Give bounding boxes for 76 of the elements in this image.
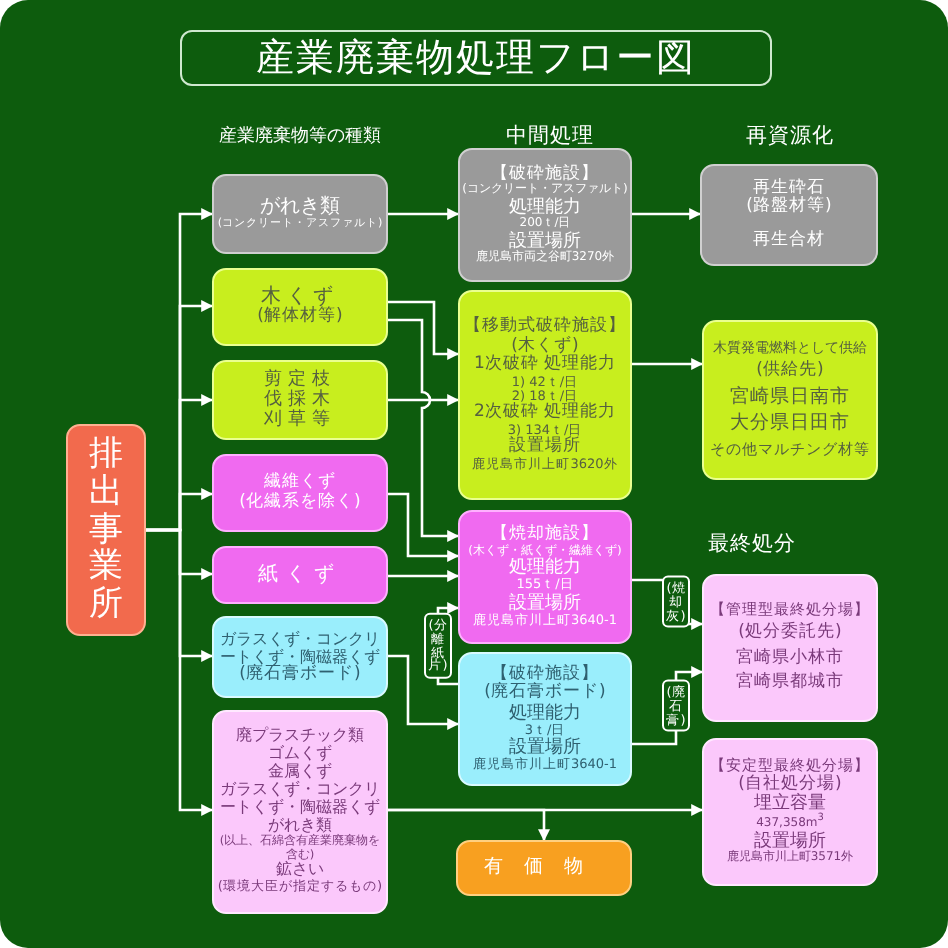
arrow [388,808,550,842]
process-box [458,510,632,644]
node-text: 有価物 [484,857,604,879]
node-text: ガラスくず・コンクリートくず・陶磁器くず [220,629,380,666]
node-text: (解体材等) [257,308,343,328]
process-box [212,710,388,914]
arrow [388,570,460,582]
arrow [388,318,460,542]
node-text: 繊維くず [264,473,336,492]
node-text: がれき類 [260,196,340,219]
process-box [212,616,388,698]
node-text: 【破砕施設】 [491,665,599,684]
node-text: 2次破砕 処理能力 [473,404,617,424]
node-text: 宮崎県小林市 [736,649,844,669]
node-text: 再生合材 [753,231,825,251]
arrow [632,358,704,370]
node-text: 【移動式破砕施設】 [464,318,626,337]
column-heading: 再資源化 [746,122,834,150]
node-text: 宮崎県都城市 [736,674,844,694]
column-heading: 最終処分 [708,530,796,558]
column-heading: 中間処理 [506,122,594,150]
arrow [632,208,702,220]
process-box [458,148,632,282]
node-text: 設置場所 [509,231,581,252]
arrow [388,394,460,406]
node-text: 宮崎県日南市 [730,387,850,409]
node-text: 紙くず [258,563,342,587]
process-box [458,290,632,500]
process-box [458,652,632,786]
node-text: 木くず [261,286,339,309]
node-text: 大分県日田市 [730,414,850,437]
title-box: 産業廃棄物処理フロー図 [180,30,772,86]
node-text: 排出事業所 [88,436,124,624]
process-box [212,174,388,254]
node-text: (廃石膏ボード) [239,665,361,685]
process-box [212,454,388,532]
process-box [702,574,878,722]
node-text: (処分委託先) [738,624,842,644]
arrow [146,528,214,816]
process-box [702,320,878,480]
arrow [388,300,460,360]
node-text: (木くず) [511,337,579,356]
node-text: 処理能力 [509,558,581,579]
process-box [700,164,878,266]
node-text: がれき類 [268,818,332,835]
node-text: (化繊系を除く) [239,493,361,513]
process-box [702,738,878,886]
process-box [212,268,388,346]
node-text: ゴムくず [268,746,332,763]
node-text: 処理能力 [509,197,581,218]
node-text: ガラスくず・コンクリートくず・陶磁器くず [218,782,382,817]
node-text: 設置場所 [509,593,581,614]
node-text: 【焼却施設】 [491,526,599,545]
process-box [212,360,388,440]
process-box [212,546,388,604]
column-heading: 産業廃棄物等の種類 [219,124,381,149]
source-box [66,424,146,636]
node-text: (供給先) [756,362,824,382]
node-text: 埋立容量 [754,794,826,815]
node-text: (廃石膏ボード) [484,684,606,703]
node-text: 設置場所 [509,438,581,457]
arrow [388,492,460,562]
node-text: 金属くず [268,764,332,781]
node-text: 処理能力 [509,703,581,724]
node-text: 1次破砕 処理能力 [473,356,617,376]
node-text: 再生砕石 (路盤材等) [744,179,834,218]
arrow [388,208,460,220]
node-text: 【破砕施設】 [491,165,599,184]
node-text: 設置場所 [754,831,826,852]
node-text: (自社処分場) [738,775,842,794]
arrow [388,654,460,730]
node-text: 設置場所 [509,738,581,759]
process-box [456,840,632,896]
node-text: 剪定枝伐採木刈草等 [263,369,337,431]
node-text: 鉱さい [276,862,324,879]
node-text: 廃プラスチック類 [236,728,364,745]
